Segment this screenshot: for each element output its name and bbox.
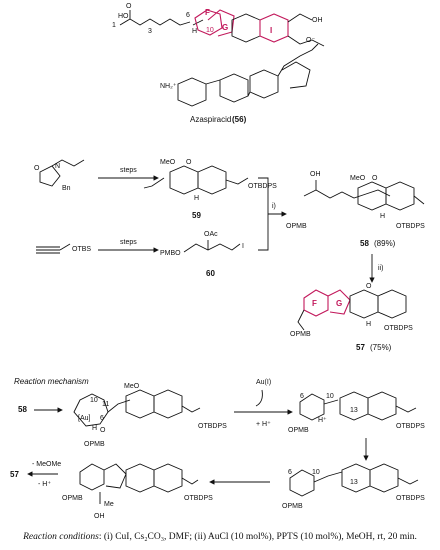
- atom-label: OTBDPS: [198, 423, 227, 430]
- atom-label: 13: [350, 407, 358, 414]
- atom-label: 10: [206, 27, 214, 34]
- step-label: ii): [378, 265, 383, 272]
- atom-label: 6: [100, 415, 104, 422]
- atom-label: O⁻: [306, 37, 315, 44]
- atom-label: 11: [102, 401, 109, 408]
- starting-material-oxazolidinone: O N Bn: [34, 159, 85, 192]
- ring-label: I: [270, 26, 272, 35]
- atom-label: OPMB: [286, 223, 307, 230]
- compound-number: 60: [206, 269, 215, 278]
- atom-label: 6: [186, 12, 190, 19]
- atom-label: H: [92, 425, 97, 432]
- atom-label: HO: [118, 13, 129, 20]
- ring-label: G: [336, 299, 342, 308]
- ring-label: F: [205, 8, 210, 17]
- atom-label: OAc: [204, 231, 218, 238]
- reagent-label: + H⁺: [256, 421, 271, 428]
- atom-label: 13: [350, 479, 358, 486]
- atom-label: OPMB: [288, 427, 309, 434]
- target-name: Azaspiracid: [190, 115, 231, 124]
- arrow-label: steps: [120, 167, 137, 174]
- atom-label: PMBO: [160, 250, 181, 257]
- atom-label: N: [55, 163, 60, 170]
- compound-57-structure: F G OPMB OTBDPS H O 57 (75%): [290, 283, 413, 352]
- atom-label: H⁺: [318, 417, 327, 424]
- atom-label: OTBS: [72, 246, 91, 253]
- compound-58-structure: OH MeO OPMB OTBDPS H O 58 (89%): [286, 171, 425, 248]
- atom-label: O: [100, 427, 106, 434]
- atom-label: H: [380, 213, 385, 220]
- compound-59-structure: MeO OTBDPS H O 59: [143, 159, 277, 220]
- atom-label: OPMB: [62, 495, 83, 502]
- atom-label: OH: [310, 171, 321, 178]
- compound-yield: (75%): [370, 343, 392, 352]
- reaction-conditions: Reaction conditions: (i) CuI, Cs₂CO₃, DM…: [0, 532, 440, 542]
- atom-label: O: [34, 165, 40, 172]
- compound-60-structure: PMBO OAc I 60: [160, 231, 244, 278]
- atom-label: 6: [300, 393, 304, 400]
- compound-number: 59: [192, 211, 201, 220]
- atom-label: OTBDPS: [184, 495, 213, 502]
- atom-label: OTBDPS: [384, 325, 413, 332]
- atom-label: OTBDPS: [248, 183, 277, 190]
- intermediate-1-structure: 10 11 6 [Au] H O OPMB MeO OTBDPS: [73, 383, 227, 448]
- atom-label: OH: [94, 513, 105, 520]
- atom-label: OTBDPS: [396, 423, 425, 430]
- intermediate-2-structure: 6 10 13 H⁺ OPMB OTBDPS: [288, 391, 425, 434]
- atom-label: OTBDPS: [396, 223, 425, 230]
- atom-label: OPMB: [84, 441, 105, 448]
- atom-label: NH₂⁺: [160, 83, 177, 90]
- conditions-text: : (i) CuI, Cs₂CO₃, DMF; (ii) AuCl (10 mo…: [98, 532, 417, 542]
- atom-label: 3: [148, 28, 152, 35]
- intermediate-4-structure: OPMB OTBDPS Me OH: [62, 463, 213, 520]
- intermediate-3-structure: 6 10 13 OPMB OTBDPS: [282, 463, 425, 510]
- atom-label: H: [194, 195, 199, 202]
- reaction-scheme: 1 3 6 10 HO H O OH NH₂⁺ O⁻ F G I Azaspir…: [10, 3, 425, 520]
- compound-number: 58: [360, 239, 369, 248]
- atom-label: [Au]: [78, 415, 91, 422]
- reagent-label: Au(I): [256, 379, 271, 386]
- atom-label: Me: [104, 501, 114, 508]
- elimination-label: - MeOMe: [32, 461, 61, 468]
- ring-label: F: [312, 299, 317, 308]
- atom-label: O: [186, 159, 192, 166]
- atom-label: MeO: [350, 175, 366, 182]
- atom-label: O: [366, 283, 372, 290]
- atom-label: O: [372, 175, 378, 182]
- compound-number: 57: [356, 343, 365, 352]
- azaspiracid-structure: 1 3 6 10 HO H O OH NH₂⁺ O⁻ F G I Azaspir…: [112, 3, 325, 124]
- atom-label: OPMB: [290, 331, 311, 338]
- atom-label: H: [366, 321, 371, 328]
- mechanism-product: 57: [10, 470, 19, 479]
- atom-label: I: [242, 243, 244, 250]
- atom-label: H: [192, 28, 197, 35]
- atom-label: Bn: [62, 185, 71, 192]
- mechanism-start: 58: [18, 405, 27, 414]
- atom-label: 10: [312, 469, 320, 476]
- atom-label: 6: [288, 469, 292, 476]
- step-label: i): [272, 203, 276, 210]
- atom-label: OTBDPS: [396, 495, 425, 502]
- atom-label: 10: [90, 397, 98, 404]
- elimination-label: - H⁺: [38, 481, 51, 488]
- conditions-lead: Reaction conditions: [23, 532, 99, 542]
- atom-label: MeO: [124, 383, 140, 390]
- ring-label: G: [222, 23, 228, 32]
- atom-label: 10: [326, 393, 334, 400]
- atom-label: OPMB: [282, 503, 303, 510]
- mechanism-title: Reaction mechanism: [14, 377, 89, 386]
- atom-label: OH: [312, 17, 323, 24]
- arrow-label: steps: [120, 239, 137, 246]
- curved-arrow: [255, 389, 263, 407]
- atom-label: 1: [112, 22, 116, 29]
- compound-yield: (89%): [374, 239, 396, 248]
- target-number: (56): [232, 115, 247, 124]
- starting-material-alkyne: OTBS: [36, 243, 91, 254]
- atom-label: MeO: [160, 159, 176, 166]
- atom-label: O: [126, 3, 132, 10]
